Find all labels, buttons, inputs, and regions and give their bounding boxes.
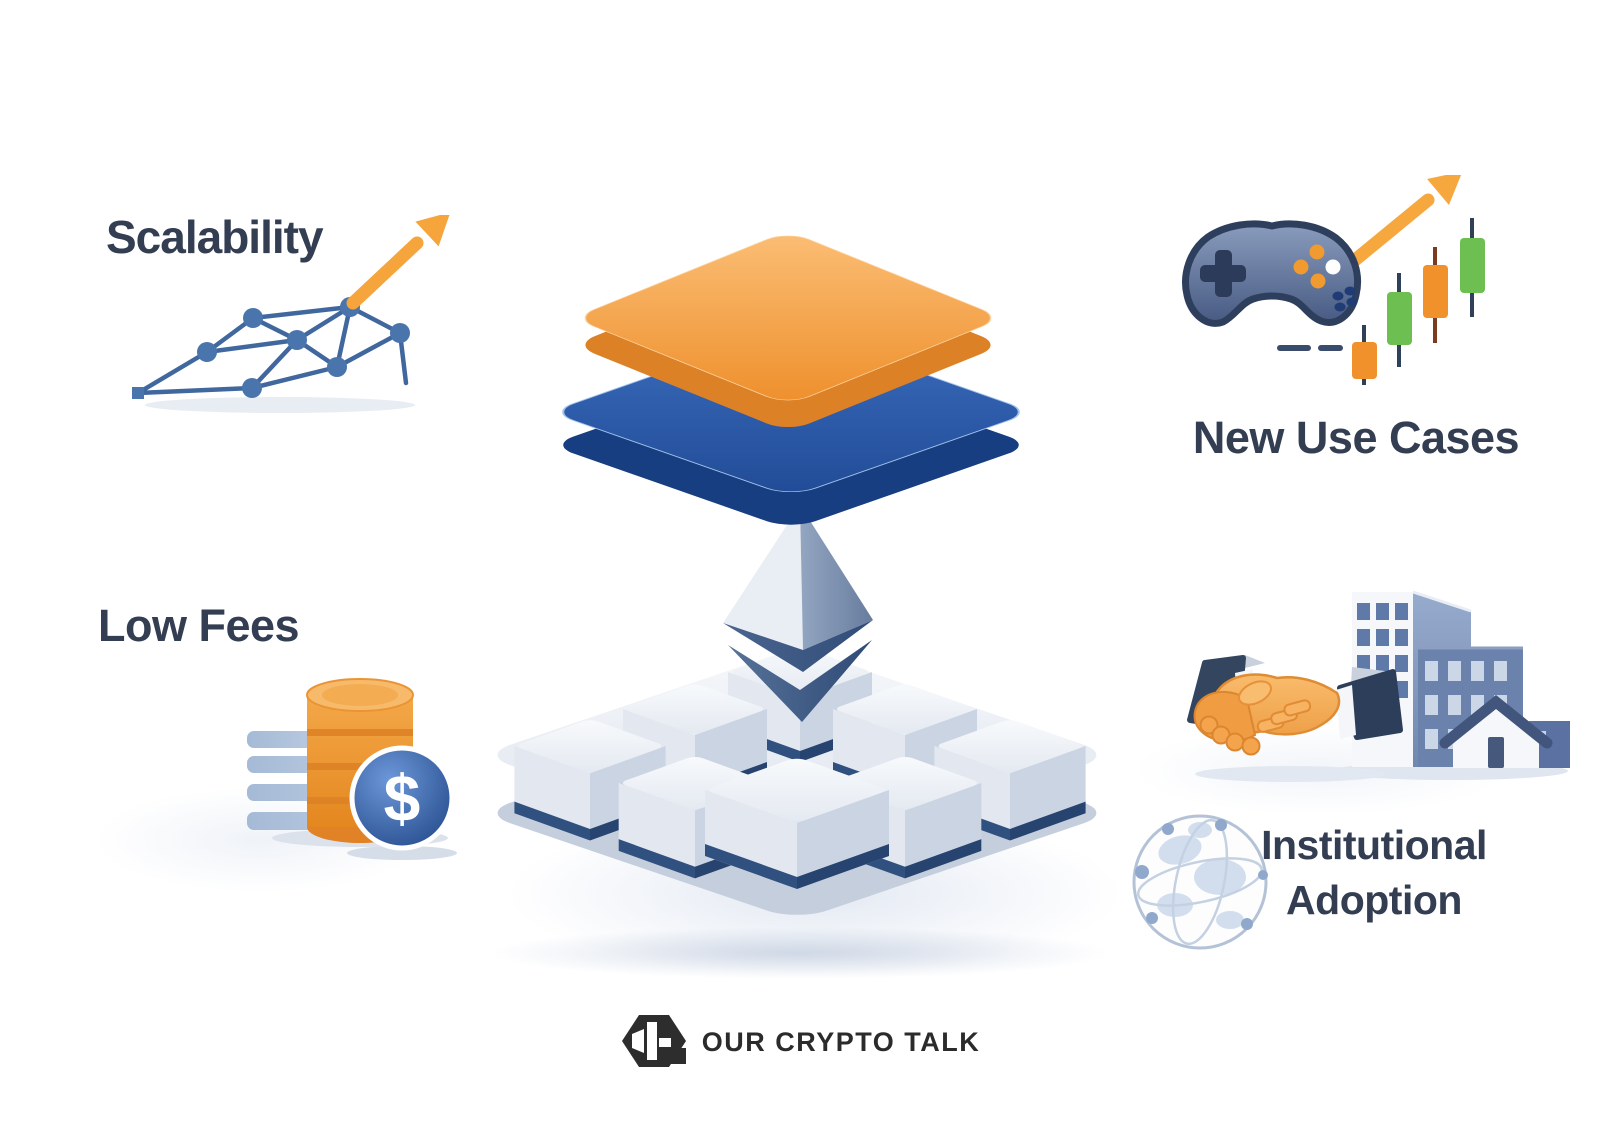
dollar-badge-icon: $ [349, 745, 455, 851]
game-controller-icon [1182, 220, 1362, 327]
dollar-symbol: $ [384, 761, 421, 835]
dollar-shadow [347, 846, 457, 860]
globe-network-icon [1132, 814, 1268, 950]
brand-text: OUR CRYPTO TALK [701, 1026, 981, 1057]
low-fees-icons: $ [247, 678, 457, 860]
trend-arrow-icon [1348, 175, 1463, 267]
orange-layer [584, 235, 992, 428]
growth-arrow-icon [346, 215, 451, 310]
network-edges [135, 304, 409, 396]
candlestick-chart-icon [1277, 218, 1485, 385]
institutional-label-line1: Institutional [1261, 822, 1487, 868]
institutional-adoption-label: Institutional Adoption [1233, 818, 1515, 928]
cube [705, 758, 889, 889]
ethereum-logo [723, 505, 873, 722]
handshake-shadow [1195, 766, 1385, 782]
low-fees-label: Low Fees [98, 600, 300, 651]
institutional-adoption-icons [1132, 590, 1570, 950]
scalability-label: Scalability [106, 211, 324, 263]
house-icon [1439, 694, 1570, 768]
ethereum-layers-illustration [490, 235, 1110, 979]
cube-grid-platform [490, 646, 1110, 979]
new-use-cases-icons [1182, 175, 1485, 385]
network-growth-icon [132, 215, 451, 413]
network-nodes [132, 297, 410, 399]
institutional-label-line2: Adoption [1286, 877, 1462, 923]
handshake-icon [1187, 655, 1403, 756]
hexagon-logo-icon [621, 1015, 686, 1067]
footer-brand: OUR CRYPTO TALK [0, 1012, 1600, 1072]
new-use-cases-label: New Use Cases [1192, 412, 1520, 463]
graph-shadow [145, 397, 415, 413]
